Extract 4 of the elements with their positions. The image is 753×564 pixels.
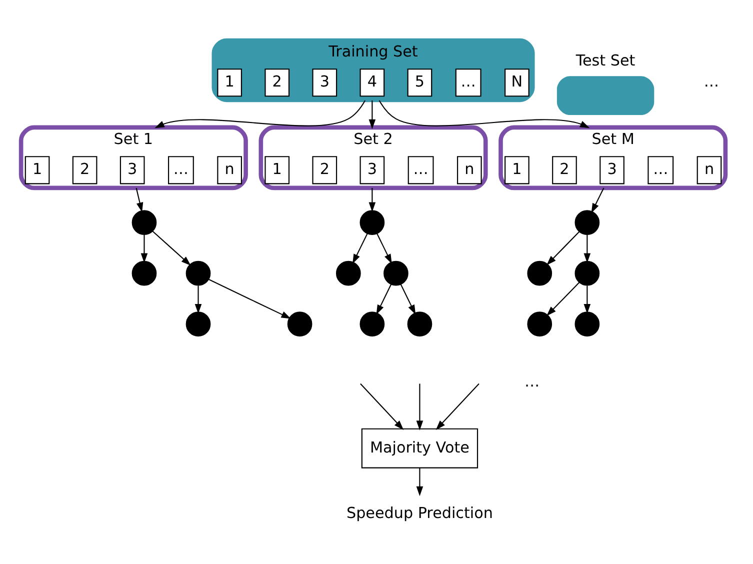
label: … <box>704 72 719 90</box>
label: … <box>524 372 540 390</box>
node-text: Speedup Prediction <box>346 504 493 522</box>
node-label: Test Set <box>576 51 636 70</box>
